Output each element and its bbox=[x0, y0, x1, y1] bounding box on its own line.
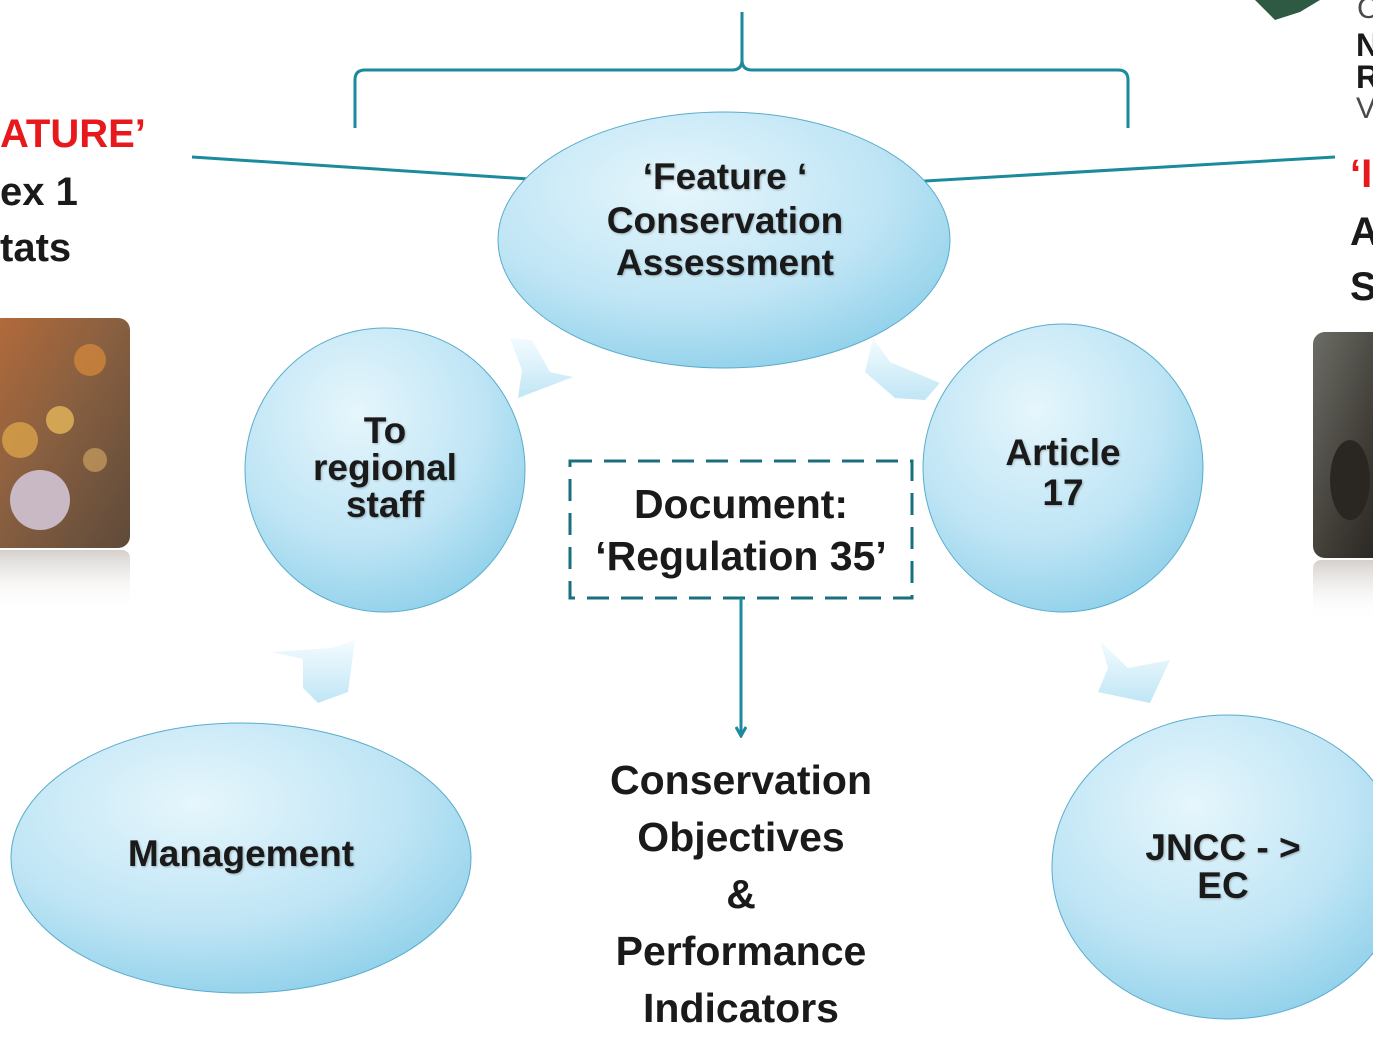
left-panel-heading: ATURE’ bbox=[0, 112, 146, 156]
logo-letter-c: C bbox=[1357, 0, 1373, 25]
regional-node-line3: staff bbox=[345, 484, 425, 525]
reef-photo bbox=[0, 318, 130, 610]
article-node-label: Article 17 bbox=[963, 433, 1163, 513]
jncc-node-label: JNCC - > EC bbox=[1118, 829, 1328, 905]
chevron-arrow-central-right bbox=[865, 338, 940, 400]
central-node-label: ‘Feature ‘ Conservation Assessment bbox=[600, 156, 850, 284]
logo-letter-r: R bbox=[1356, 59, 1373, 95]
objectives-line4: Performance bbox=[615, 928, 867, 974]
regional-node-line1: To bbox=[363, 410, 407, 451]
central-node bbox=[497, 111, 951, 369]
article-node-line2: 17 bbox=[1042, 472, 1084, 513]
chevron-arrow-article-down bbox=[1098, 641, 1170, 703]
document-box-label: Document: ‘Regulation 35’ bbox=[572, 478, 910, 582]
chevron-arrow-regional-down bbox=[272, 640, 355, 703]
objectives-line1: Conservation bbox=[610, 757, 872, 803]
management-node bbox=[10, 722, 472, 994]
objectives-line2: Objectives bbox=[637, 814, 845, 860]
right-panel-heading: ‘I bbox=[1350, 152, 1373, 196]
regional-node-label: To regional staff bbox=[285, 412, 485, 523]
objectives-text: Conservation Objectives & Performance In… bbox=[560, 752, 922, 1037]
jncc-node bbox=[1051, 714, 1373, 1020]
jncc-node-line2: EC bbox=[1197, 865, 1249, 906]
document-box-line1: Document: bbox=[633, 481, 849, 527]
objectives-line3: & bbox=[726, 871, 756, 917]
animal-photo bbox=[1313, 332, 1373, 620]
article-node bbox=[922, 323, 1204, 613]
chevron-arrow-central-left bbox=[510, 338, 573, 398]
central-node-line2: Conservation bbox=[606, 200, 844, 241]
logo-shape bbox=[1255, 0, 1320, 20]
regional-node bbox=[244, 327, 526, 613]
management-node-label: Management bbox=[127, 833, 355, 874]
jncc-node-line1: JNCC - > bbox=[1145, 827, 1301, 868]
right-panel-line2: S bbox=[1350, 265, 1373, 309]
central-node-line3: Assessment bbox=[615, 242, 834, 283]
document-box-line2: ‘Regulation 35’ bbox=[595, 533, 887, 579]
article-node-line1: Article bbox=[1005, 432, 1121, 473]
top-bracket bbox=[353, 12, 1130, 128]
logo-letter-n: N bbox=[1356, 27, 1373, 63]
objectives-line5: Indicators bbox=[643, 985, 839, 1031]
right-panel-line1: A bbox=[1350, 210, 1373, 254]
logo-letter-v: V bbox=[1356, 92, 1373, 125]
left-panel-line1: ex 1 bbox=[0, 170, 78, 214]
regional-node-line2: regional bbox=[313, 447, 457, 488]
central-node-line1: ‘Feature ‘ bbox=[642, 156, 808, 197]
left-panel-line2: tats bbox=[0, 226, 72, 270]
document-box bbox=[568, 459, 914, 600]
